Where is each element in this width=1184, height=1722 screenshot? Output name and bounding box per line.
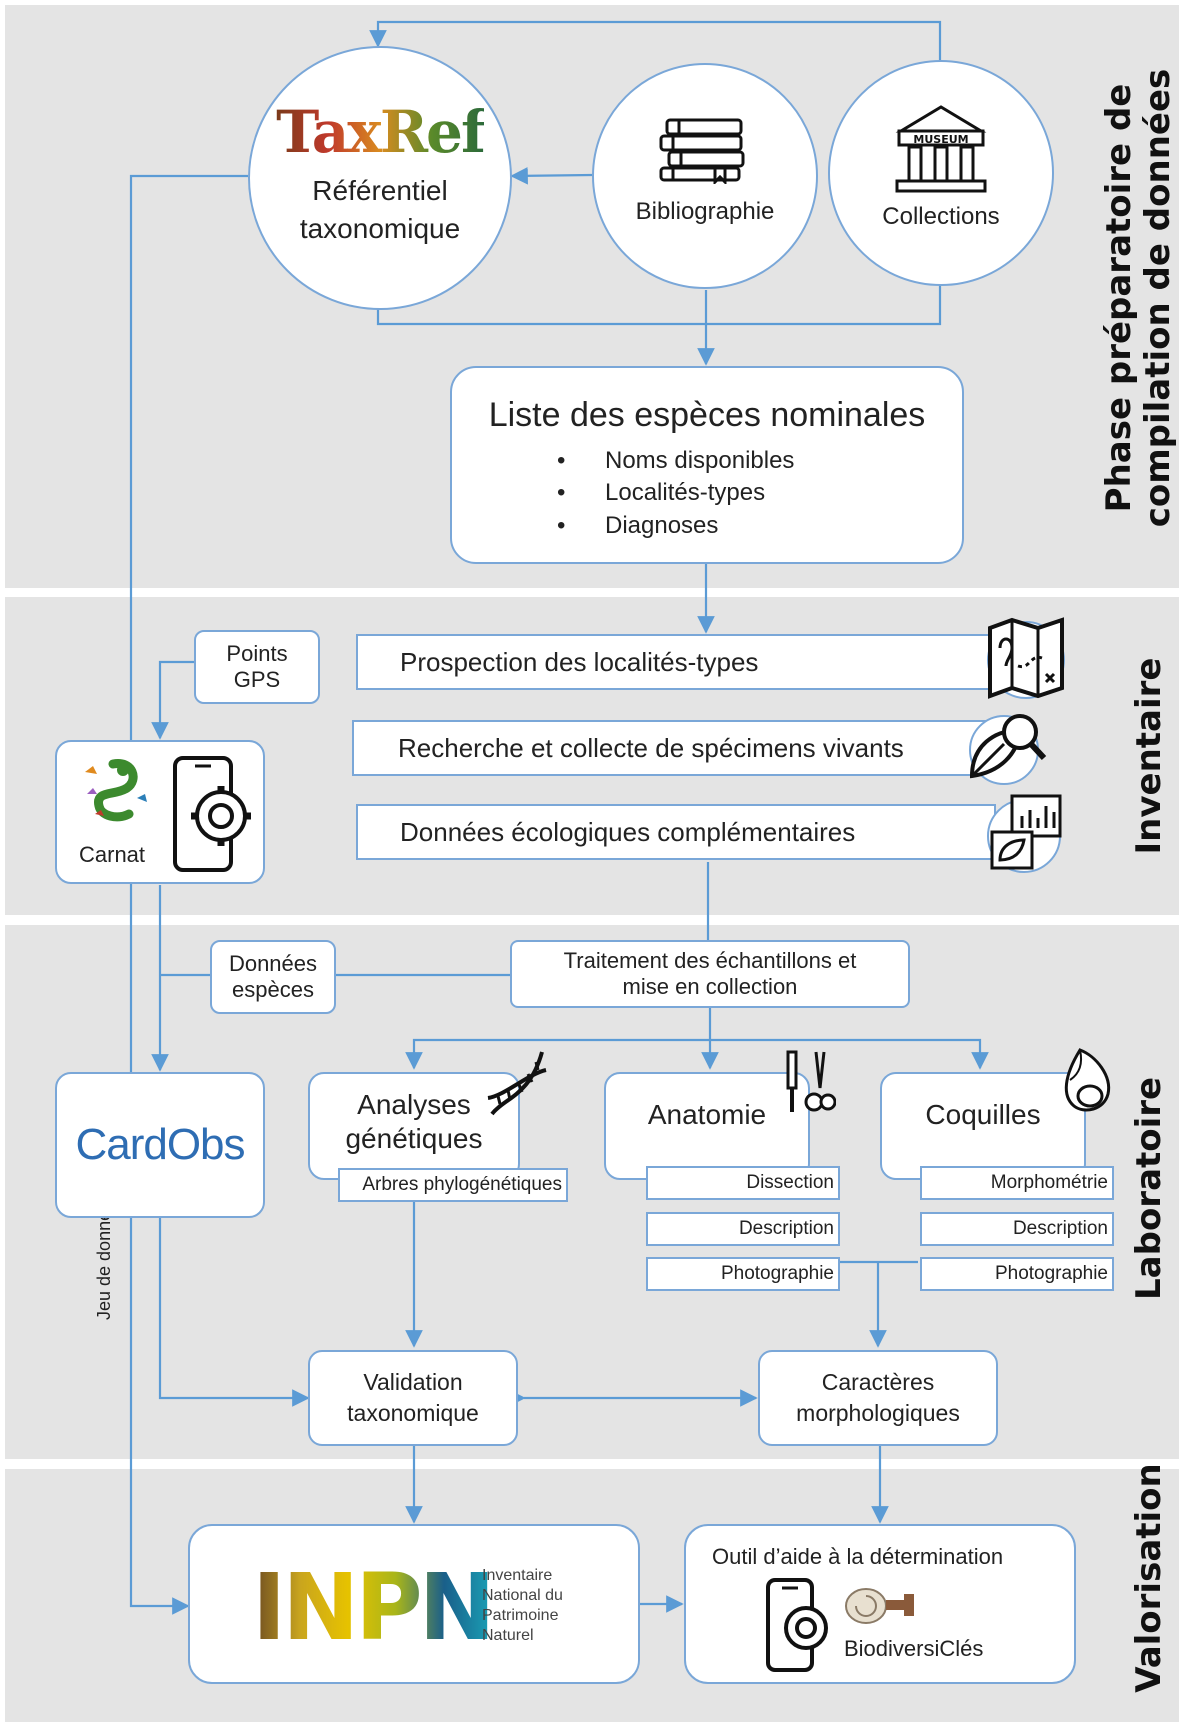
bibliographie-node: Bibliographie [592, 63, 818, 289]
leaf-magnifier-icon [969, 714, 1047, 785]
collections-label: Collections [882, 203, 1000, 230]
list-item: •Localités-types [557, 479, 766, 507]
inpn-logo: INPN [252, 1554, 496, 1661]
cardobs-box: CardObs [55, 1072, 265, 1218]
list-item: •Diagnoses [557, 511, 719, 539]
anatomie-description: Description [646, 1212, 840, 1246]
coquilles-morphometrie: Morphométrie [920, 1166, 1114, 1200]
outil-box: Outil d’aide à la détermination Biodiver… [684, 1524, 1076, 1684]
dna-icon [487, 1051, 547, 1116]
caracteres-morphologiques-box: Caractères morphologiques [758, 1350, 998, 1446]
outil-title: Outil d’aide à la détermination [712, 1544, 1004, 1569]
step-donnees-ecologiques: Données écologiques complémentaires [356, 804, 996, 860]
analyses-genetiques-box: Analyses génétiques [308, 1072, 520, 1180]
step-prospection: Prospection des localités-types [356, 634, 996, 690]
inpn-box: INPN Inventaire National du Patrimoine N… [188, 1524, 640, 1684]
cardobs-logo: CardObs [75, 1120, 245, 1169]
carnat-box: Carnat [55, 740, 265, 884]
points-gps-tag: Points GPS [194, 630, 320, 704]
biodiversicles-label: BiodiversiClés [844, 1636, 984, 1661]
inpn-text: Inventaire National du Patrimoine Nature… [482, 1567, 563, 1644]
phone-gear-icon [766, 1578, 828, 1672]
anatomie-dissection: Dissection [646, 1166, 840, 1200]
snail-key-icon [845, 1588, 914, 1624]
anatomie-box: Anatomie [604, 1072, 810, 1180]
taxref-logo: TaxRef [276, 98, 486, 167]
bibliographie-label: Bibliographie [635, 198, 775, 225]
shell-icon [1064, 1048, 1111, 1112]
taxref-node: TaxRef Référentiel taxonomique [248, 46, 512, 310]
validation-taxonomique-box: Validation taxonomique [308, 1350, 518, 1446]
taxref-label: Référentiel taxonomique [299, 175, 461, 244]
anatomie-photographie: Photographie [646, 1257, 840, 1291]
carnat-logo-icon [85, 759, 147, 822]
coquilles-description: Description [920, 1212, 1114, 1246]
phone-gear-icon [173, 756, 251, 872]
liste-especes-box: Liste des espèces nominales •Noms dispon… [450, 366, 964, 564]
books-icon [659, 118, 745, 184]
step-recherche-collecte: Recherche et collecte de spécimens vivan… [352, 720, 996, 776]
museum-icon: MUSEUM [895, 105, 987, 193]
jeu-label: Jeu de données [94, 1192, 114, 1320]
liste-items: •Noms disponibles •Localités-types •Diag… [557, 445, 857, 542]
museum-sign: MUSEUM [913, 133, 968, 146]
carnat-label: Carnat [79, 842, 146, 867]
coquilles-photographie: Photographie [920, 1257, 1114, 1291]
liste-title: Liste des espèces nominales [488, 396, 926, 434]
collections-node: MUSEUM Collections [828, 60, 1054, 286]
chart-leaf-icon [987, 794, 1062, 873]
donnees-especes-tag: Données espèces [210, 940, 336, 1014]
traitement-box: Traitement des échantillons et mise en c… [510, 940, 910, 1008]
arbres-phylogenetiques: Arbres phylogénétiques [338, 1168, 568, 1202]
map-icon [987, 617, 1065, 699]
list-item: •Noms disponibles [557, 447, 795, 474]
scalpel-scissors-icon [786, 1050, 836, 1112]
